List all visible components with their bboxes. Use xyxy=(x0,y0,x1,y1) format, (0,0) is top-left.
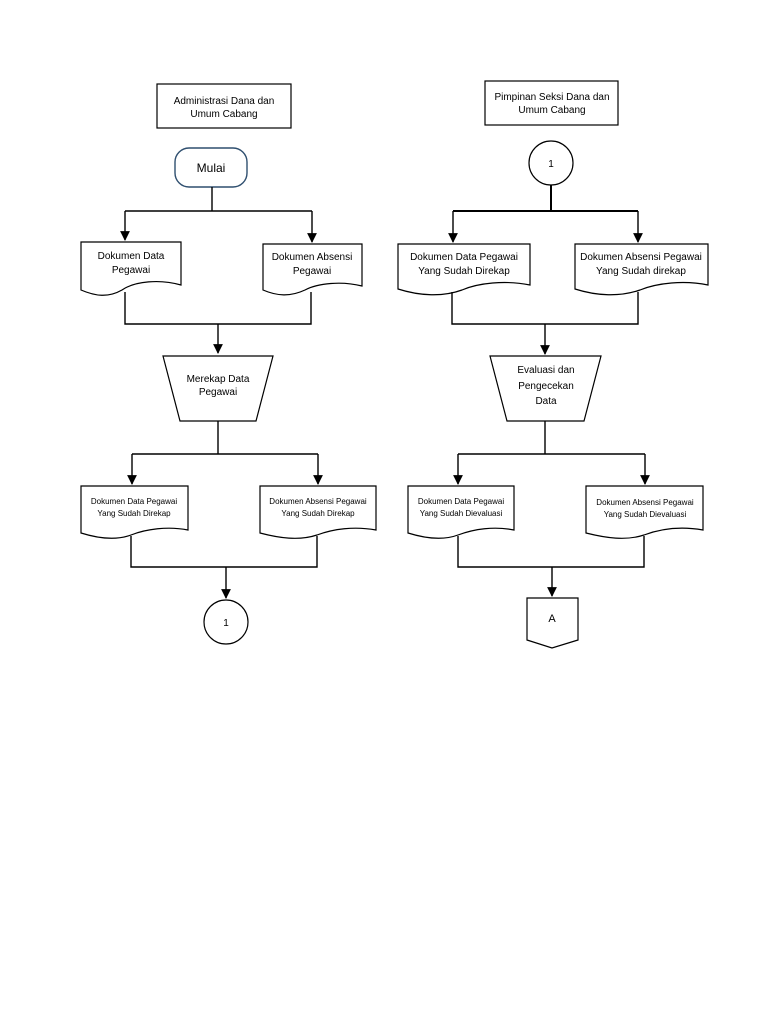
offpage-connector-label: A xyxy=(548,613,556,625)
connector-1-in: 1 xyxy=(528,140,574,186)
right-lane: Pimpinan Seksi Dana dan Umum Cabang 1 Do… xyxy=(397,80,709,649)
doc-absensi-line-2: Pegawai xyxy=(293,266,331,277)
doc-data-pegawai: Dokumen Data Pegawai xyxy=(80,241,182,296)
out-absensi-right-line-2: Yang Sudah Dievaluasi xyxy=(604,510,687,519)
process-right-line-2: Pengecekan xyxy=(518,381,574,392)
out-data-right-line-2: Yang Sudah Dievaluasi xyxy=(420,509,503,518)
doc-absensi-direkap-in: Dokumen Absensi Pegawai Yang Sudah direk… xyxy=(574,243,709,296)
out-data-right-line-1: Dokumen Data Pegawai xyxy=(418,497,504,506)
right-merge-line-1 xyxy=(451,292,639,325)
left-split-line-2 xyxy=(132,421,318,455)
out-absensi-right-line-1: Dokumen Absensi Pegawai xyxy=(596,498,694,507)
doc-absensi-line-1: Dokumen Absensi xyxy=(272,252,353,263)
doc-data-right-line-2: Yang Sudah Direkap xyxy=(418,266,510,277)
start-label: Mulai xyxy=(197,161,226,175)
out-data-left-line-1: Dokumen Data Pegawai xyxy=(91,497,177,506)
left-header-line-2: Umum Cabang xyxy=(190,109,257,120)
doc-data-direkap: Dokumen Data Pegawai Yang Sudah Direkap xyxy=(80,485,189,539)
right-split-line-2 xyxy=(458,421,645,455)
left-lane-header: Administrasi Dana dan Umum Cabang xyxy=(156,83,292,129)
doc-absensi-right-line-2: Yang Sudah direkap xyxy=(596,266,686,277)
right-split-line-1 xyxy=(453,185,638,212)
doc-data-direkap-in: Dokumen Data Pegawai Yang Sudah Direkap xyxy=(397,243,531,296)
process-right-line-1: Evaluasi dan xyxy=(517,365,574,376)
doc-data-right-line-1: Dokumen Data Pegawai xyxy=(410,252,518,263)
out-data-left-line-2: Yang Sudah Direkap xyxy=(97,509,171,518)
left-merge-line-1 xyxy=(124,292,312,325)
left-merge-line-2 xyxy=(130,536,318,568)
doc-data-dievaluasi: Dokumen Data Pegawai Yang Sudah Dievalua… xyxy=(407,485,515,539)
left-split-line-1 xyxy=(125,187,312,212)
connector-1-in-label: 1 xyxy=(548,159,554,170)
right-header-line-2: Umum Cabang xyxy=(518,105,585,116)
left-lane: Administrasi Dana dan Umum Cabang Mulai … xyxy=(80,83,377,645)
right-lane-header: Pimpinan Seksi Dana dan Umum Cabang xyxy=(484,80,619,126)
connector-1-out-label: 1 xyxy=(223,618,229,629)
doc-absensi-direkap: Dokumen Absensi Pegawai Yang Sudah Direk… xyxy=(259,485,377,539)
out-absensi-left-line-1: Dokumen Absensi Pegawai xyxy=(269,497,367,506)
right-merge-line-2 xyxy=(457,536,645,568)
doc-absensi-right-line-1: Dokumen Absensi Pegawai xyxy=(580,252,702,263)
process-right-line-3: Data xyxy=(535,396,557,407)
process-evaluasi-pengecekan: Evaluasi dan Pengecekan Data xyxy=(489,355,602,422)
doc-absensi-pegawai: Dokumen Absensi Pegawai xyxy=(262,243,363,296)
process-left-line-2: Pegawai xyxy=(199,387,237,398)
connector-1-out: 1 xyxy=(203,599,249,645)
start-terminator: Mulai xyxy=(174,147,248,188)
offpage-connector-a: A xyxy=(526,597,579,649)
doc-data-line-2: Pegawai xyxy=(112,265,150,276)
doc-data-line-1: Dokumen Data xyxy=(98,251,165,262)
process-left-line-1: Merekap Data xyxy=(187,374,250,385)
doc-absensi-dievaluasi: Dokumen Absensi Pegawai Yang Sudah Dieva… xyxy=(585,485,704,539)
out-absensi-left-line-2: Yang Sudah Direkap xyxy=(281,509,355,518)
left-header-line-1: Administrasi Dana dan xyxy=(174,96,275,107)
process-merekap-data: Merekap Data Pegawai xyxy=(162,355,274,422)
right-header-line-1: Pimpinan Seksi Dana dan xyxy=(494,92,609,103)
